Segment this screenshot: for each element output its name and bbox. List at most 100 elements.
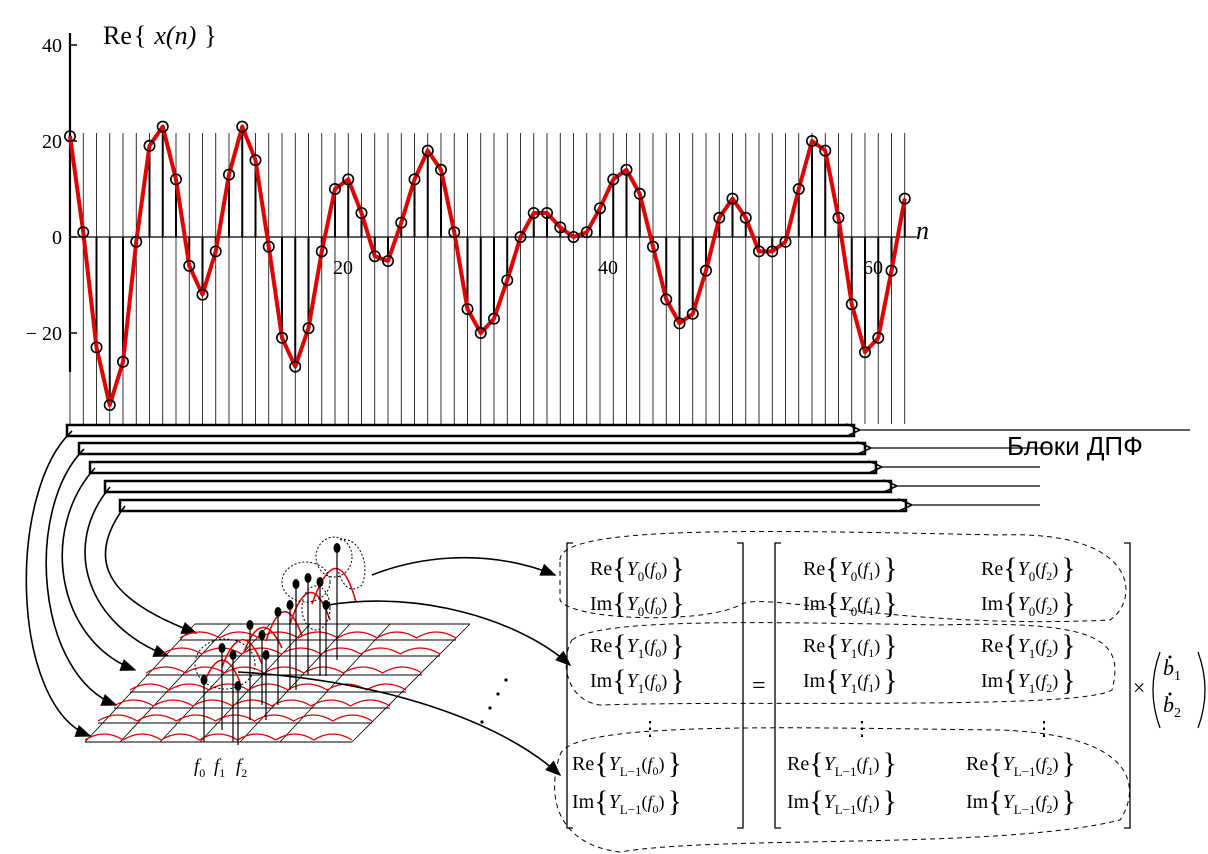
spectrum-to-matrix-arrow — [371, 556, 557, 576]
plot-ylabel: Re{x(n)} — [103, 21, 217, 50]
spectrum-point — [304, 573, 312, 583]
sample-marker — [289, 360, 302, 373]
sample-marker — [540, 207, 553, 220]
sample-marker — [620, 163, 633, 176]
rhs-cell: Re{Y0(f1)} — [803, 552, 898, 585]
ellipsis-dot — [488, 706, 492, 710]
lhs-bracket-right — [737, 542, 744, 829]
spectrum-to-matrix-arrow — [237, 671, 562, 777]
dft-block — [65, 423, 856, 438]
rhs-cell: Im{Y1(f1)} — [803, 664, 898, 697]
ellipsis-dot — [480, 720, 484, 724]
sample-marker — [196, 288, 209, 301]
sample-marker — [302, 322, 315, 335]
peak-group-outline — [315, 536, 353, 578]
lhs-cell: Re{Y0(f0)} — [590, 552, 685, 585]
sample-marker — [90, 341, 103, 354]
peak-group-outline — [337, 538, 366, 590]
x-axis-label: n — [916, 216, 929, 245]
sample-marker — [646, 240, 659, 253]
rhs-cell: Re{Y1(f2)} — [981, 629, 1076, 662]
freq-label: f1 — [214, 756, 225, 780]
spectrum-grid-col — [159, 623, 271, 743]
sample-marker — [633, 187, 646, 200]
sample-marker — [514, 231, 527, 244]
dft-block — [103, 479, 893, 494]
sample-marker — [898, 192, 911, 205]
ytick-label: − 20 — [26, 323, 62, 345]
sample-marker — [77, 226, 90, 239]
spectrum-peak — [265, 610, 303, 642]
lhs-cell: Re{Y1(f0)} — [590, 629, 685, 662]
spectrum-curve — [97, 714, 373, 722]
spectrum-point — [333, 543, 341, 553]
vector-element: b1 — [1163, 655, 1181, 684]
signal-line — [68, 124, 907, 407]
sample-marker — [673, 317, 686, 330]
spectrum-curve — [113, 699, 391, 707]
sample-marker — [236, 120, 249, 133]
sample-marker — [832, 211, 845, 224]
sample-marker — [858, 346, 871, 359]
ytick-label: 20 — [42, 131, 62, 153]
spectrum-point — [258, 630, 266, 640]
sample-marker — [64, 130, 77, 143]
sample-marker — [501, 274, 514, 287]
times-sign: × — [1133, 675, 1145, 700]
sample-marker — [103, 398, 116, 411]
peak-group-outline — [194, 638, 256, 690]
rhs-cell: Re{Y0(f2)} — [981, 552, 1076, 585]
sample-marker — [593, 202, 606, 215]
spectrum-point — [246, 620, 254, 630]
dft-block — [118, 498, 908, 513]
sample-marker — [328, 183, 341, 196]
group-outline — [559, 530, 1127, 623]
lhs-cell: Im{Y0(f0)} — [590, 587, 685, 620]
spectrum-point — [229, 650, 237, 660]
freq-label: f2 — [236, 756, 247, 780]
sample-marker — [819, 144, 832, 157]
sample-marker — [660, 293, 673, 306]
sample-marker — [223, 168, 236, 181]
matrix-equation: Re{Y0(f0)}Im{Y0(f0)} Re{Y1(f0)}Im{Y1(f0)}… — [554, 530, 1206, 853]
rhs-bracket-left — [774, 542, 781, 829]
dot-accent — [1168, 655, 1172, 659]
spectrum-point — [286, 600, 294, 610]
spectrum-to-matrix-arrow — [327, 600, 572, 667]
ytick-label: 0 — [52, 227, 62, 249]
sample-marker — [381, 255, 394, 268]
sample-marker — [461, 302, 474, 315]
block-to-spectrum-arrow — [104, 505, 198, 634]
rhs-cell: Im{YL−1(f2)} — [966, 785, 1076, 818]
sample-marker — [805, 135, 818, 148]
sample-marker — [408, 173, 421, 186]
sample-marker — [779, 235, 792, 248]
vector-paren-right — [1197, 651, 1206, 729]
sample-marker — [752, 245, 765, 258]
rhs-cell: Re{YL−1(f1)} — [787, 747, 897, 780]
spectrum-peak — [221, 638, 263, 668]
spectrum-point — [274, 607, 282, 617]
sample-marker — [342, 173, 355, 186]
rhs-cell: Im{Y1(f2)} — [981, 664, 1076, 697]
sample-marker — [872, 331, 885, 344]
sample-marker — [156, 120, 169, 133]
vdots: ⋮ — [640, 718, 660, 740]
sample-marker — [275, 331, 288, 344]
sample-marker — [554, 221, 567, 234]
sample-marker — [580, 226, 593, 239]
spectrum-peak — [311, 567, 357, 605]
sample-marker — [885, 264, 898, 277]
dot-accent — [1168, 692, 1172, 696]
lhs-cell: Im{Y1(f0)} — [590, 664, 685, 697]
block-to-spectrum-arrow — [61, 467, 137, 671]
lhs-cell: Im{YL−1(f0)} — [572, 785, 682, 818]
ellipsis-dot — [496, 692, 500, 696]
sample-marker — [209, 245, 222, 258]
freq-label: f0 — [194, 756, 205, 780]
sample-marker — [474, 326, 487, 339]
dft-blocks — [25, 423, 1190, 737]
spectrum-point — [316, 577, 324, 587]
